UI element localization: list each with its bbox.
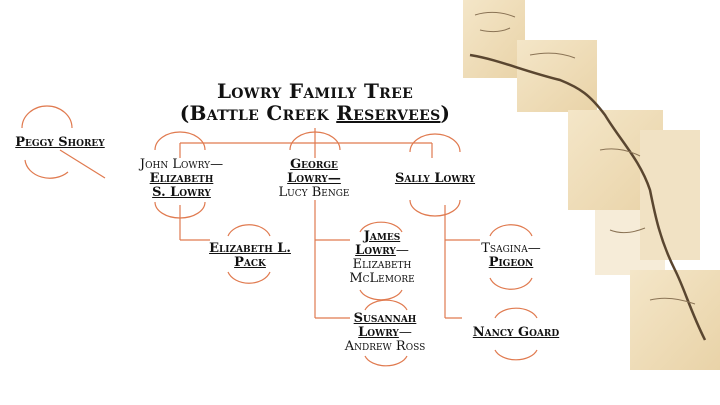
spouse-name: Andrew Ross xyxy=(344,339,426,354)
node-arc xyxy=(409,199,461,217)
map-piece xyxy=(463,0,525,78)
spouse-name: Lucy Benge xyxy=(278,185,350,200)
title-suffix: ) xyxy=(440,101,451,125)
name-separator: — xyxy=(398,325,412,340)
node-arc xyxy=(364,299,408,311)
name-separator: — xyxy=(395,243,409,258)
title-line-2: (Battle Creek Reservees) xyxy=(130,102,500,124)
spouse-name: Elizabeth McLemore xyxy=(349,257,415,286)
person-nancy-goard: Nancy Goard xyxy=(456,326,576,340)
person-name: Sally Lowry xyxy=(394,171,476,186)
susannah-line: Susannah Lowry— xyxy=(344,312,426,340)
person-name: George Lowry— xyxy=(287,157,341,186)
map-route xyxy=(469,53,707,341)
node-arc xyxy=(494,349,538,361)
person-elizabeth-pack: Elizabeth L. Pack xyxy=(200,242,300,270)
couple-james-elizabeth: James Lowry— Elizabeth McLemore xyxy=(334,230,430,286)
map-piece xyxy=(517,40,597,112)
person-sally-lowry: Sally Lowry xyxy=(380,172,490,186)
person-peggy-shorey: Peggy Shorey xyxy=(0,136,120,150)
title-underlined-word: Reservees xyxy=(336,101,441,125)
person-name: James Lowry xyxy=(355,229,401,258)
person-name: Peggy Shorey xyxy=(15,135,105,150)
spouse-name: Elizabeth S. Lowry xyxy=(149,171,214,200)
node-arc xyxy=(227,271,271,284)
person-name: Elizabeth L. Pack xyxy=(209,241,291,270)
person-name: Tsagina— xyxy=(481,241,541,256)
map-piece xyxy=(630,270,720,370)
couple-john-elizabeth: John Lowry— Elizabeth S. Lowry xyxy=(124,158,239,200)
node-arc xyxy=(359,289,403,301)
map-handwriting xyxy=(474,11,696,305)
node-arc xyxy=(494,307,538,319)
person-name: Susannah Lowry xyxy=(353,311,417,340)
node-arc xyxy=(154,201,206,219)
couple-susannah-andrew: Susannah Lowry— Andrew Ross xyxy=(326,312,444,354)
title-prefix: (Battle Creek xyxy=(179,101,337,125)
node-arc xyxy=(489,224,533,237)
node-arc xyxy=(24,159,69,179)
title-line-1: Lowry Family Tree xyxy=(216,79,414,103)
couple-george-lucy: George Lowry— Lucy Benge xyxy=(258,158,370,200)
node-arc xyxy=(227,224,271,237)
person-name: John Lowry— xyxy=(139,157,224,172)
node-arc xyxy=(364,355,408,367)
node-arc xyxy=(59,149,106,179)
node-arc xyxy=(154,131,206,151)
couple-tsagina-pigeon: Tsagina— Pigeon xyxy=(466,242,556,270)
node-arc xyxy=(489,277,533,290)
person-name: Nancy Goard xyxy=(472,325,560,340)
spouse-name: Pigeon xyxy=(488,255,534,270)
node-arc xyxy=(289,131,341,151)
james-line: James Lowry— xyxy=(347,230,417,258)
page-title: Lowry Family Tree (Battle Creek Reservee… xyxy=(130,80,500,124)
node-arc xyxy=(409,133,461,153)
node-arc xyxy=(21,105,73,129)
node-arc xyxy=(359,221,403,233)
